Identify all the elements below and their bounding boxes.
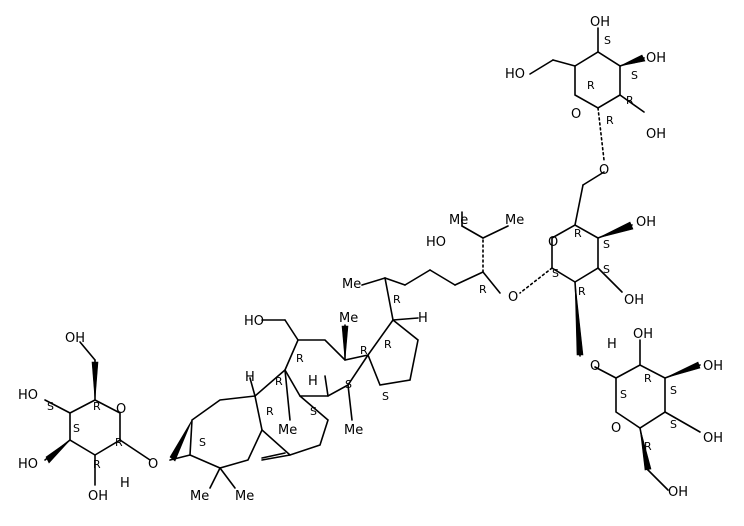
me-label: Me bbox=[235, 489, 254, 504]
bonds bbox=[44, 27, 701, 491]
stereo-label: S bbox=[73, 422, 80, 435]
oh-label: OH bbox=[703, 431, 723, 446]
stereo-descriptors: S S R R R R S S R S R R R R R S S R R S … bbox=[47, 34, 677, 471]
h-label: H bbox=[245, 370, 255, 385]
stereo-label: S bbox=[345, 378, 352, 391]
stereo-label: S bbox=[382, 390, 389, 403]
atom-labels: OH OH OH HO O O O OH OH O Me Me HO Me HO… bbox=[18, 15, 723, 504]
o-label: O bbox=[590, 359, 600, 374]
oh-label: OH bbox=[703, 359, 723, 374]
wedge-bonds bbox=[45, 54, 701, 471]
o-label: O bbox=[116, 402, 126, 417]
oh-label: OH bbox=[646, 51, 666, 66]
o-label: O bbox=[599, 163, 609, 178]
ho-label: HO bbox=[244, 314, 264, 329]
stereo-label: R bbox=[626, 94, 634, 107]
o-label: O bbox=[508, 290, 518, 305]
me-label: Me bbox=[278, 423, 297, 438]
me-label: Me bbox=[190, 489, 209, 504]
stereo-label: R bbox=[266, 405, 274, 418]
stereo-label: S bbox=[310, 405, 317, 418]
h-label: H bbox=[308, 374, 318, 389]
ho-label: HO bbox=[18, 457, 38, 472]
stereo-label: R bbox=[384, 338, 392, 351]
stereo-label: S bbox=[47, 400, 54, 413]
me-label: Me bbox=[344, 423, 363, 438]
stereo-label: R bbox=[296, 352, 304, 365]
stereo-label: S bbox=[199, 436, 206, 449]
stereo-label: S bbox=[603, 238, 610, 251]
stereo-label: R bbox=[574, 227, 582, 240]
oh-label: OH bbox=[65, 331, 85, 346]
ho-label: HO bbox=[505, 67, 525, 82]
oh-label: OH bbox=[646, 127, 666, 142]
stereo-label: R bbox=[606, 114, 614, 127]
oh-label: OH bbox=[633, 327, 653, 342]
me-label: Me bbox=[505, 213, 524, 228]
o-label: O bbox=[548, 235, 558, 250]
stereo-label: S bbox=[631, 69, 638, 82]
stereo-label: R bbox=[93, 458, 101, 471]
oh-label: OH bbox=[624, 293, 644, 308]
h-label: H bbox=[607, 337, 617, 352]
oh-label: OH bbox=[636, 215, 656, 230]
ho-label: HO bbox=[18, 388, 38, 403]
oh-label: OH bbox=[668, 485, 688, 500]
o-label: O bbox=[148, 457, 158, 472]
stereo-label: R bbox=[644, 440, 652, 453]
me-label: Me bbox=[342, 277, 361, 292]
o-label: O bbox=[571, 107, 581, 122]
stereo-label: R bbox=[578, 285, 586, 298]
stereo-label: R bbox=[587, 79, 595, 92]
stereo-label: S bbox=[670, 418, 677, 431]
stereo-label: S bbox=[620, 388, 627, 401]
stereo-label: R bbox=[360, 344, 368, 357]
me-label: Me bbox=[339, 311, 358, 326]
stereo-label: S bbox=[604, 34, 611, 47]
o-label: O bbox=[611, 421, 621, 436]
stereo-label: R bbox=[479, 283, 487, 296]
h-label: H bbox=[418, 311, 428, 326]
stereo-label: S bbox=[603, 263, 610, 276]
me-label: Me bbox=[449, 213, 468, 228]
stereo-label: R bbox=[644, 372, 652, 385]
stereo-label: R bbox=[275, 375, 283, 388]
stereo-label: S bbox=[552, 267, 559, 280]
stereo-label: R bbox=[393, 293, 401, 306]
ho-label: HO bbox=[426, 235, 446, 250]
h-label: H bbox=[120, 476, 130, 491]
stereo-label: R bbox=[115, 436, 123, 449]
stereo-label: S bbox=[670, 384, 677, 397]
oh-label: OH bbox=[88, 489, 108, 504]
stereo-label: R bbox=[93, 400, 101, 413]
oh-label: OH bbox=[590, 15, 610, 30]
